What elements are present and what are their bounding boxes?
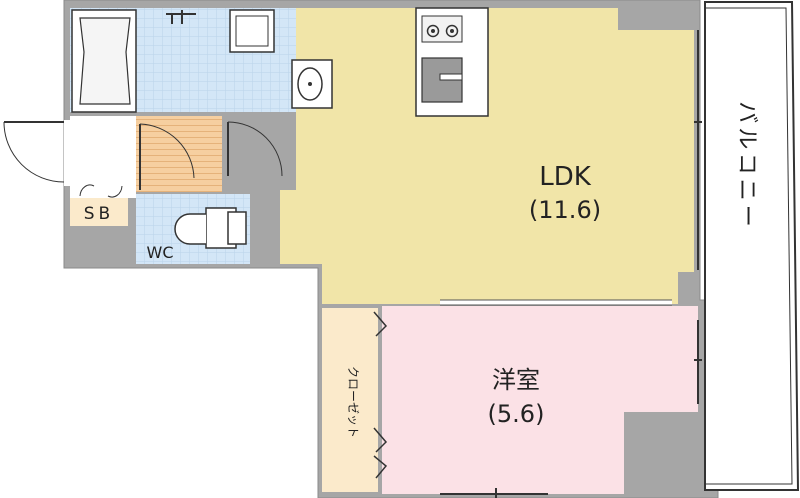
- shower-icon: [166, 10, 196, 24]
- balcony-label: バルコニー: [734, 101, 759, 231]
- balcony-area: [704, 1, 800, 491]
- western-room-area: (5.6): [488, 400, 545, 428]
- storage-floor: [70, 198, 128, 226]
- wc-label: WC: [147, 243, 174, 262]
- ldk-label: LDK: [539, 162, 592, 192]
- western-room-label: 洋室: [492, 366, 540, 394]
- washbasin-icon: [291, 59, 333, 109]
- ldk-area: (11.6): [529, 196, 601, 224]
- closet-floor: [322, 308, 378, 492]
- hallway-floor: [70, 116, 136, 198]
- entrance-floor: [136, 116, 222, 192]
- closet-label: クローゼット: [346, 366, 360, 438]
- ldk-floor: [280, 8, 694, 304]
- washing-machine-icon: [229, 9, 275, 53]
- kitchen-sink-icon: [421, 57, 463, 103]
- western-room-floor: [382, 306, 698, 494]
- stove-icon: [421, 15, 463, 43]
- toilet-icon: [174, 207, 247, 249]
- front-door-gap: [64, 120, 70, 186]
- bathtub-icon: [71, 9, 137, 113]
- storage-label: SB: [84, 204, 114, 224]
